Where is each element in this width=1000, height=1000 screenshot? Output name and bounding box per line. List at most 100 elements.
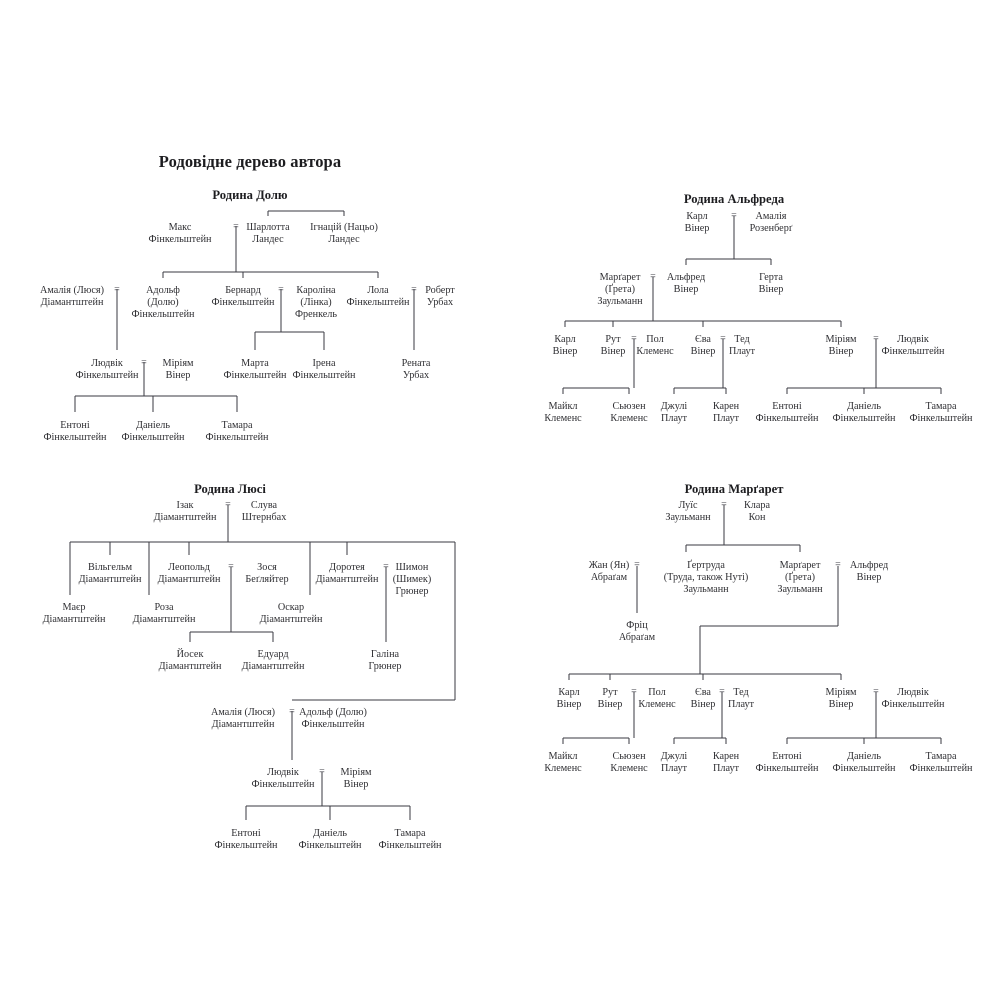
person-name-line: Галіна	[370, 649, 400, 660]
person-name-line: Клеменс	[610, 412, 648, 424]
union-symbol-miriyam-lyudvik-union-2: =	[873, 686, 879, 698]
person-name-line: Ландес	[252, 233, 284, 245]
person-name-line: Плаут	[713, 412, 739, 424]
person-name-line: Сьюзен	[612, 401, 646, 412]
person-name-line: Йосек	[176, 649, 204, 660]
person-name-line: Тед	[733, 687, 749, 698]
person-name-line: Клеменс	[638, 698, 676, 710]
union-symbol-karl-amaliya-union: =	[731, 210, 737, 222]
person-name-line: Міріям	[340, 767, 372, 778]
person-name-line: Вінер	[828, 698, 854, 710]
person-name-line: Джулі	[660, 751, 688, 762]
person-name-line: Клеменс	[636, 345, 674, 357]
person-name-line: Міріям	[162, 358, 194, 369]
person-name-line: Клеменс	[544, 762, 582, 774]
person-name-line: Абраґам	[590, 571, 628, 583]
person-name-line: Тамара	[394, 828, 426, 839]
person-name-line: Штернбах	[241, 511, 287, 523]
union-symbol-yeva-ted-union: =	[720, 333, 726, 345]
person-name-line: Даніель	[312, 828, 348, 839]
person-name-line: Абраґам	[618, 631, 656, 643]
union-symbol-zhan-gertruda-union: =	[634, 559, 640, 571]
person-name-line: Плаут	[713, 762, 739, 774]
person-name-line: Сьюзен	[612, 751, 646, 762]
person-name-line: Єва	[695, 687, 711, 698]
person-name-line: Вінер	[552, 345, 578, 357]
person-name-line: Фінкельштейн	[148, 233, 212, 245]
person-name-line: Фінкельштейн	[211, 296, 275, 308]
union-symbol-margaret-alfred-union: =	[650, 271, 656, 283]
person-name-line: Кароліна	[296, 285, 336, 296]
person-name-line: Роберт	[425, 285, 455, 296]
person-name-line: (Долю)	[147, 296, 179, 308]
person-name-line: Діамантштейн	[153, 511, 217, 523]
person-name-line: Слува	[250, 500, 278, 511]
person-name-line: Беґляйтер	[245, 573, 289, 585]
person-name-line: Рут	[605, 334, 621, 345]
person-margaret-greta-zaulmann: Марґарет(Ґрета)Заульманн	[597, 272, 642, 307]
person-name-line: Плаут	[661, 762, 687, 774]
person-name-line: Заульманн	[777, 583, 823, 595]
person-name-line: Ентоні	[231, 828, 261, 839]
person-name-line: Ізак	[176, 500, 194, 511]
person-amaliya-lyusya-diamantshtein: Амалія (Люся)Діамантштейн	[40, 285, 104, 309]
person-name-line: Фінкельштейн	[301, 718, 365, 730]
person-name-line: Діамантштейн	[241, 660, 305, 672]
person-name-line: Ентоні	[772, 401, 802, 412]
person-name-line: Жан (Ян)	[588, 560, 630, 571]
union-symbol-margaret-alfred-union-2: =	[835, 559, 841, 571]
person-name-line: Даніель	[846, 751, 882, 762]
person-name-line: Карен	[712, 751, 740, 762]
person-name-line: Вінер	[597, 698, 623, 710]
person-margaret-greta-zaulmann-2: Марґарет(Ґрета)Заульманн	[777, 560, 822, 595]
person-name-line: Фріц	[626, 620, 648, 631]
person-name-line: Маєр	[62, 602, 86, 613]
person-name-line: Ентоні	[772, 751, 802, 762]
person-name-line: Вінер	[684, 222, 710, 234]
person-name-line: Міріям	[825, 334, 857, 345]
person-name-line: Розенберґ	[749, 222, 793, 234]
person-name-line: Кон	[748, 511, 766, 523]
person-name-line: Діамантштейн	[78, 573, 142, 585]
person-name-line: Луїс	[678, 500, 698, 511]
person-name-line: Діамантштейн	[132, 613, 196, 625]
person-name-line: Герта	[759, 272, 783, 283]
person-name-line: Фінкельштейн	[292, 369, 356, 381]
union-symbol-lyudvik-miriyam-union-2: =	[319, 766, 325, 778]
person-name-line: Рут	[602, 687, 618, 698]
person-name-line: Фінкельштейн	[755, 762, 819, 774]
person-name-line: Тамара	[221, 420, 253, 431]
person-name-line: Діамантштейн	[211, 718, 275, 730]
person-name-line: Фінкельштейн	[223, 369, 287, 381]
person-name-line: Заульманн	[597, 295, 643, 307]
union-symbol-rut-pol-union-2: =	[631, 686, 637, 698]
